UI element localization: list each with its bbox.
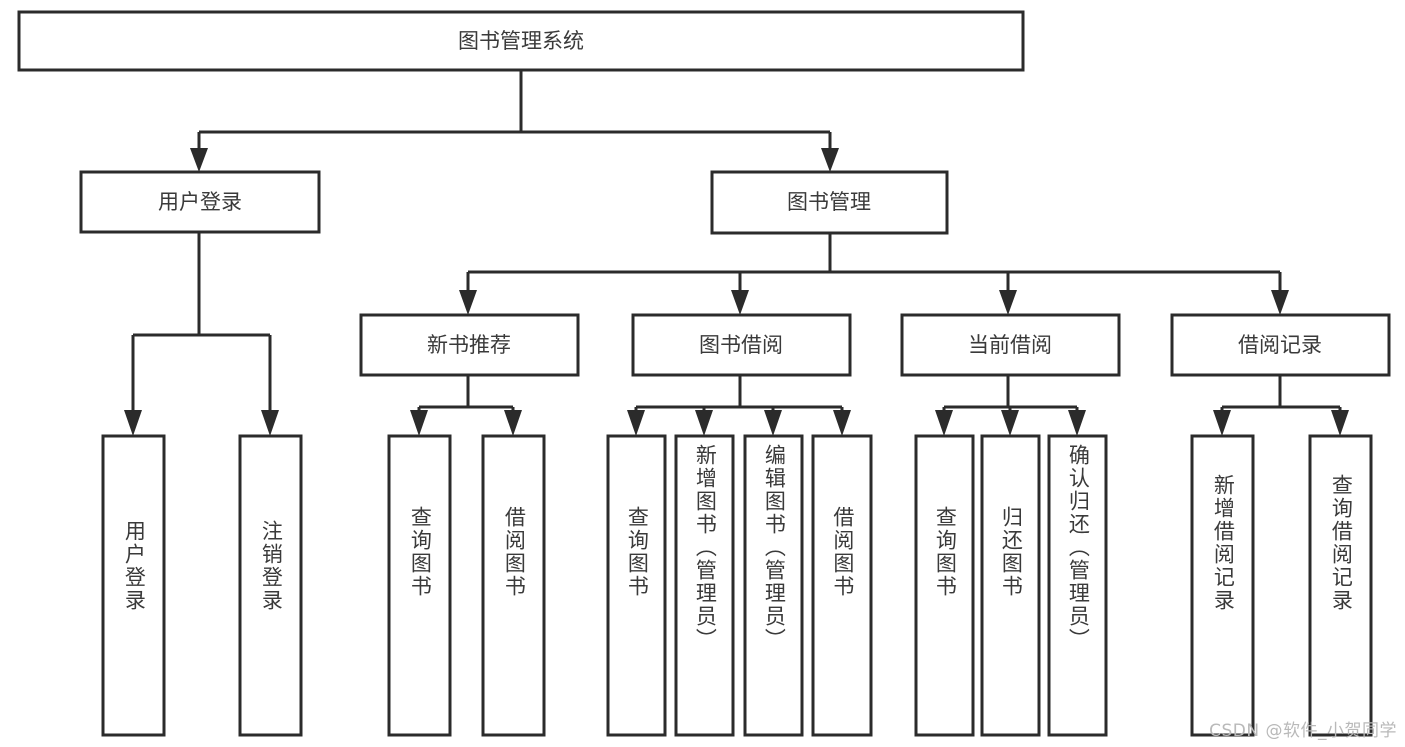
arrow-head-leaf-add-book bbox=[695, 410, 713, 436]
node-box-leaf-user-login[interactable] bbox=[101, 434, 166, 737]
arrow-head-leaf-return-book bbox=[1001, 410, 1019, 436]
node-layer: 图书管理系统 用户登录 图书管理 新书推荐 图书借阅 当前借阅 借阅记录 bbox=[17, 10, 1391, 737]
node-box-leaf-add-record[interactable] bbox=[1190, 434, 1255, 737]
arrow-head-leaf-add-record bbox=[1213, 410, 1231, 436]
arrow-head-book-manage bbox=[821, 148, 839, 172]
csdn-watermark: CSDN @软件_小贺同学 bbox=[1209, 721, 1397, 741]
node-box-root[interactable] bbox=[17, 10, 1025, 72]
node-box-current-borrow[interactable] bbox=[900, 313, 1121, 377]
arrow-head-leaf-query-book-3 bbox=[935, 410, 953, 436]
node-box-book-manage[interactable] bbox=[710, 170, 949, 235]
arrow-head-leaf-user-login bbox=[124, 410, 142, 436]
arrow-head-leaf-borrow-book-1 bbox=[504, 410, 522, 436]
connector-layer bbox=[124, 70, 1349, 436]
node-box-book-borrow[interactable] bbox=[631, 313, 852, 377]
node-box-leaf-query-book-3[interactable] bbox=[914, 434, 975, 737]
node-box-leaf-edit-book[interactable] bbox=[743, 434, 804, 737]
node-label-new-book-rec: 新书推荐 bbox=[427, 333, 511, 357]
node-label-root: 图书管理系统 bbox=[458, 29, 584, 53]
node-box-leaf-confirm-return[interactable] bbox=[1047, 434, 1108, 737]
node-box-user-login[interactable] bbox=[79, 170, 321, 234]
node-label-user-login: 用户登录 bbox=[158, 190, 242, 214]
arrow-head-leaf-confirm-return bbox=[1068, 410, 1086, 436]
node-box-leaf-add-book[interactable] bbox=[674, 434, 735, 737]
node-box-leaf-borrow-book-2[interactable] bbox=[811, 434, 873, 737]
node-label-book-borrow: 图书借阅 bbox=[699, 333, 783, 357]
node-box-leaf-logout[interactable] bbox=[238, 434, 303, 737]
node-label-borrow-record: 借阅记录 bbox=[1238, 333, 1322, 357]
arrow-head-leaf-edit-book bbox=[764, 410, 782, 436]
node-box-leaf-return-book[interactable] bbox=[980, 434, 1041, 737]
arrow-head-leaf-query-book-1 bbox=[410, 410, 428, 436]
arrow-head-leaf-borrow-book-2 bbox=[833, 410, 851, 436]
node-box-leaf-borrow-book-1[interactable] bbox=[481, 434, 546, 737]
node-box-leaf-query-book-1[interactable] bbox=[387, 434, 452, 737]
arrow-head-leaf-logout bbox=[261, 410, 279, 436]
node-box-leaf-query-book-2[interactable] bbox=[606, 434, 667, 737]
node-label-book-manage: 图书管理 bbox=[787, 190, 871, 214]
arrow-head-user-login bbox=[190, 148, 208, 172]
node-label-current-borrow: 当前借阅 bbox=[968, 333, 1052, 357]
node-box-borrow-record[interactable] bbox=[1170, 313, 1391, 377]
arrow-head-current-borrow bbox=[999, 290, 1017, 315]
node-box-new-book-rec[interactable] bbox=[359, 313, 580, 377]
arrow-head-borrow-record bbox=[1271, 290, 1289, 315]
arrow-head-leaf-query-book-2 bbox=[627, 410, 645, 436]
arrow-head-leaf-query-record bbox=[1331, 410, 1349, 436]
node-box-leaf-query-record[interactable] bbox=[1308, 434, 1373, 737]
arrow-head-book-borrow bbox=[731, 290, 749, 315]
arrow-head-new-book-rec bbox=[459, 290, 477, 315]
